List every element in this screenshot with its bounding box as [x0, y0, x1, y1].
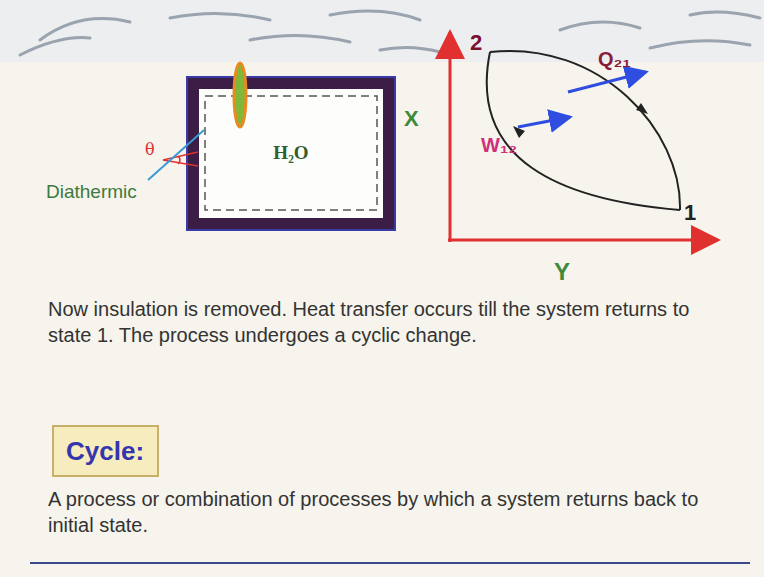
heat-label: Q₂₁	[598, 48, 631, 71]
part-label: Diathermic	[46, 181, 137, 203]
work-arrow	[518, 117, 570, 127]
y-axis	[449, 32, 452, 242]
state-number: 2	[470, 30, 482, 56]
node-text: H₂O	[273, 142, 308, 164]
axis-label: X	[404, 106, 419, 132]
definition-text: A process or combination of processes by…	[48, 486, 738, 538]
term-box: Cycle:	[52, 425, 159, 477]
note-text: Now insulation is removed. Heat transfer…	[48, 296, 738, 348]
axis-label: Y	[554, 258, 570, 286]
curve-arrow	[636, 103, 648, 114]
header-swirls	[20, 11, 760, 55]
container-box: H₂O	[205, 96, 377, 210]
x-axis	[448, 239, 718, 242]
state-number: 1	[684, 200, 696, 226]
header-band	[0, 0, 764, 62]
angle-mark	[163, 152, 198, 166]
angle-label: θ	[145, 140, 155, 159]
process-curve	[490, 51, 680, 210]
process-curve	[487, 52, 680, 210]
heat-arrow	[568, 72, 646, 92]
work-label: W₁₂	[481, 134, 517, 157]
system-boundary	[205, 96, 377, 210]
paddle	[234, 63, 246, 127]
node-text: Cycle:	[66, 436, 144, 467]
bottom-rule	[30, 562, 750, 564]
container-wall	[193, 83, 389, 224]
leader-line	[148, 130, 204, 180]
container-edge	[187, 77, 395, 230]
